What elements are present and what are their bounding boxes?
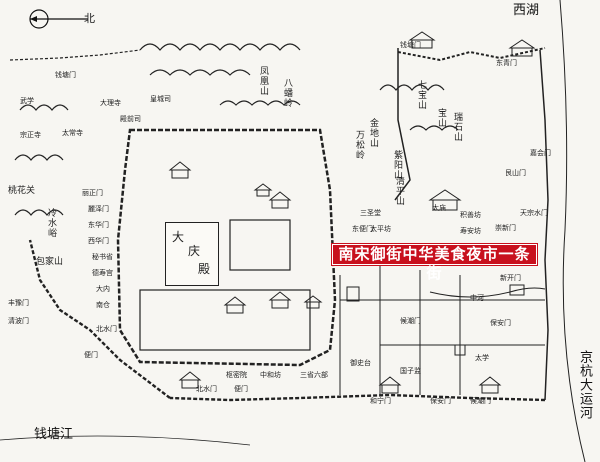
- label-hemen: 和宁门: [370, 397, 391, 405]
- misc-label: 寿安坊: [460, 227, 481, 235]
- label-taimiao: 太庙: [432, 204, 446, 212]
- misc-label: 大内: [96, 285, 110, 293]
- palace-char-1: 大: [172, 230, 185, 244]
- misc-label: 清波门: [8, 317, 29, 325]
- grand-canal-label: 京杭大运河: [577, 350, 592, 420]
- misc-label: 嘉会门: [530, 149, 551, 157]
- label-ziyang: 紫阳山: [392, 150, 402, 180]
- label-baoshan: 宝山: [436, 108, 446, 128]
- label-qibao: 七宝山: [416, 80, 426, 110]
- misc-label: 丽正门: [82, 189, 103, 197]
- qiantang-river-label: 钱塘江: [34, 427, 74, 442]
- misc-label: 天宗水门: [520, 209, 548, 217]
- label-baoan: 保安门: [430, 397, 451, 405]
- daqing-hall: 大 庆 殿: [165, 222, 219, 286]
- misc-label: 太学: [475, 354, 489, 362]
- label-sanshengtang: 三圣堂: [360, 209, 381, 217]
- misc-label: 德寿宫: [92, 269, 113, 277]
- west-lake-label: 西湖: [513, 3, 540, 18]
- misc-label: 艮山门: [505, 169, 526, 177]
- misc-label: 皇城司: [150, 95, 171, 103]
- palace-char-3: 殿: [198, 262, 211, 276]
- misc-label: 西华门: [88, 237, 109, 245]
- palace-char-2: 庆: [188, 244, 201, 258]
- misc-label: 新开门: [500, 274, 521, 282]
- label-dongqing: 东青门: [496, 59, 517, 67]
- misc-label: 国子监: [400, 367, 421, 375]
- north-arrow-icon: [29, 9, 88, 29]
- label-bapan: 八蟠岭: [282, 78, 292, 108]
- misc-label: 钱塘门: [55, 71, 76, 79]
- misc-label: 麗泽门: [88, 205, 109, 213]
- misc-label: 宗正寺: [20, 131, 41, 139]
- label-fenghuang: 凤凰山: [258, 66, 268, 96]
- compass: 北: [28, 8, 98, 30]
- misc-label: 大理寺: [100, 99, 121, 107]
- misc-label: 候潮门: [400, 317, 421, 325]
- misc-label: 中和坊: [260, 371, 281, 379]
- misc-label: 殿前司: [120, 115, 141, 123]
- label-lengshui: 冷水峪: [46, 208, 56, 238]
- night-market-banner: 南宋御街中华美食夜市一条街: [332, 244, 537, 282]
- label-qingping: 清平山: [394, 176, 404, 206]
- misc-label: 东华门: [88, 221, 109, 229]
- label-baojia: 包家山: [36, 257, 64, 267]
- misc-label: 太常寺: [62, 129, 83, 137]
- label-bianmen: 便门: [234, 385, 248, 393]
- label-jindi: 金地山: [368, 118, 378, 148]
- label-north-water-gate: 北水门: [196, 385, 217, 393]
- misc-label: 东便门: [352, 225, 373, 233]
- misc-label: 三省六部: [300, 371, 328, 379]
- misc-label: 南仓: [96, 301, 110, 309]
- misc-label: 保安门: [490, 319, 511, 327]
- misc-label: 积善坊: [460, 211, 481, 219]
- label-wansong: 万松岭: [354, 130, 364, 160]
- label-qiantang-gate: 钱塘门: [400, 41, 421, 49]
- label-houchao: 候潮门: [470, 397, 491, 405]
- misc-label: 太平坊: [370, 225, 391, 233]
- misc-label: 枢密院: [226, 371, 247, 379]
- misc-label: 武学: [20, 97, 34, 105]
- misc-label: 便门: [84, 351, 98, 359]
- label-ruishi: 瑞石山: [452, 112, 462, 142]
- misc-label: 丰豫门: [8, 299, 29, 307]
- label-zhonghe: 中河: [470, 294, 484, 302]
- compass-north-label: 北: [84, 12, 95, 25]
- misc-label: 崇新门: [495, 224, 516, 232]
- misc-label: 秘书省: [92, 253, 113, 261]
- misc-label: 御史台: [350, 359, 371, 367]
- label-taohua: 桃花关: [8, 186, 36, 196]
- misc-label: 北水门: [96, 325, 117, 333]
